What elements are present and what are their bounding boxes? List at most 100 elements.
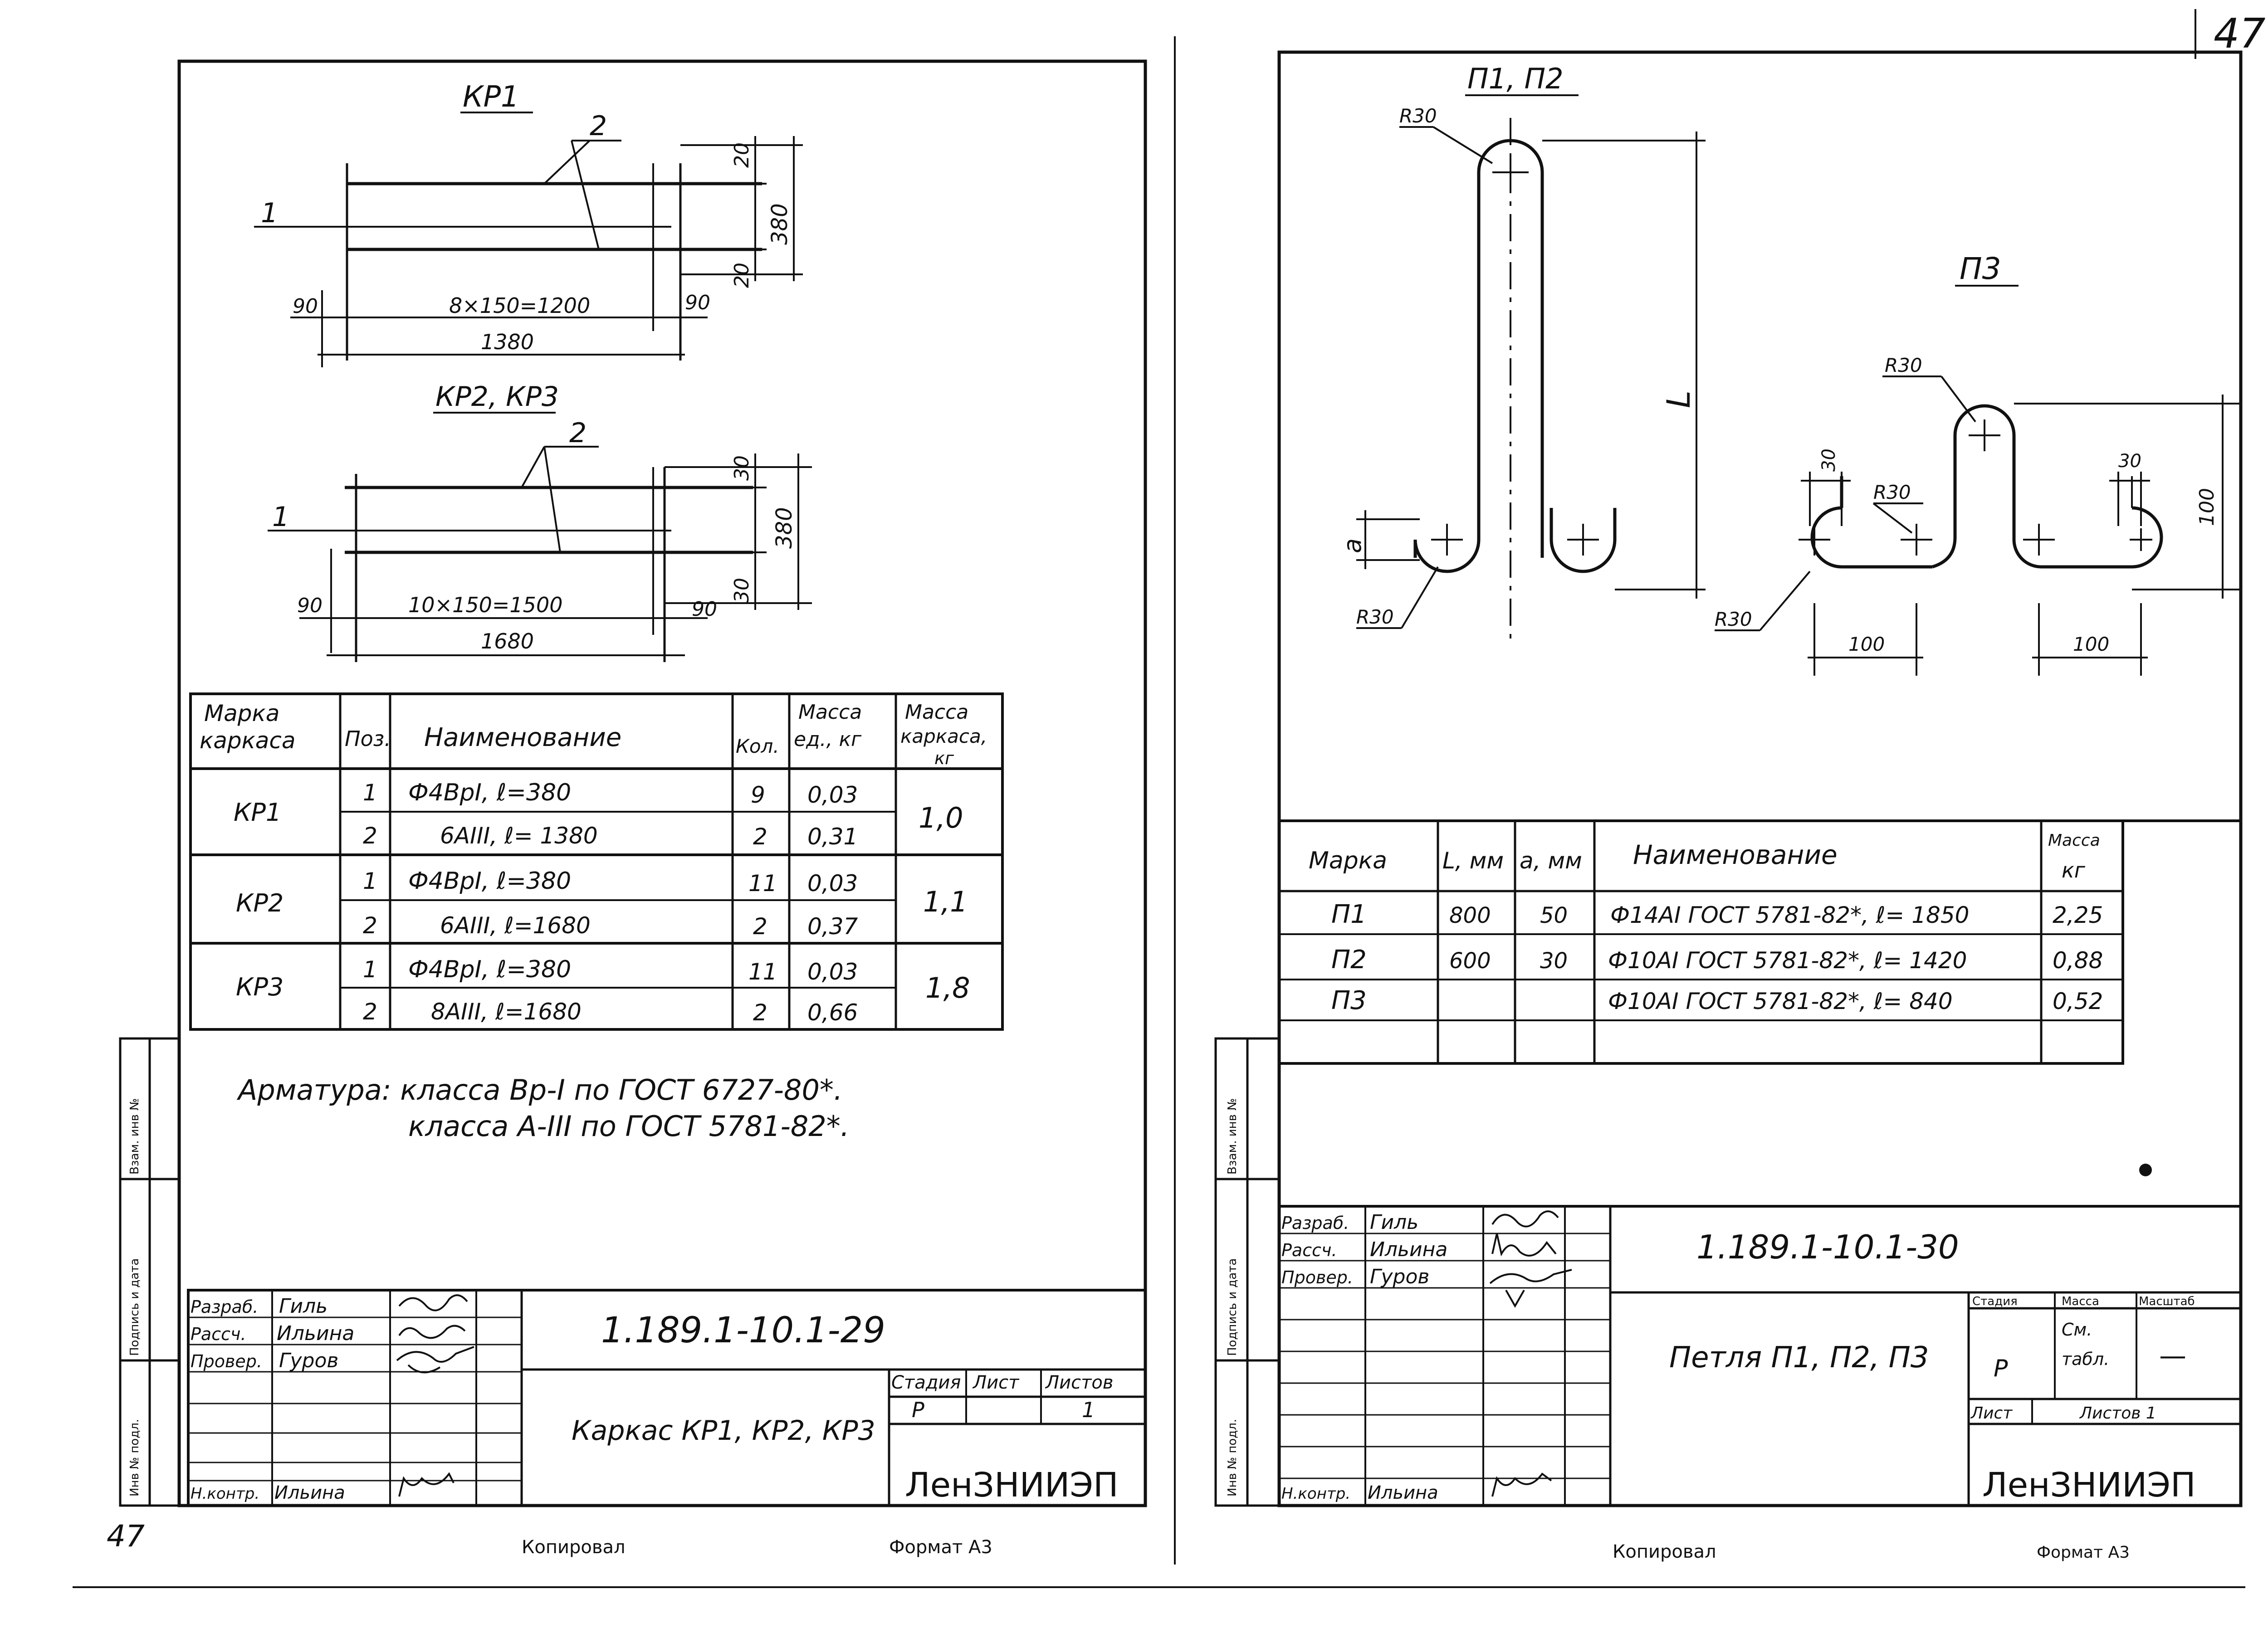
kr1-callout-1: 1 (261, 197, 278, 229)
left-kr2-name-1: Ф4ВрI, ℓ=380 (408, 868, 571, 895)
p3-r-top: R30 (1885, 354, 1922, 376)
kr23-callout-1: 1 (272, 501, 289, 533)
kr23-title: КР2, КР3 (435, 381, 559, 413)
left-th-mark-2: каркаса (200, 727, 296, 754)
right-row2-mark: П2 (1331, 945, 1367, 975)
left-role-rassch: Рассч. (191, 1324, 246, 1344)
kr23-dim-30-top: 30 (730, 455, 753, 481)
left-th-mark-1: Марка (204, 700, 279, 726)
p12-title: П1, П2 (1467, 62, 1564, 95)
right-sheet: 47 Взам. инв № Подпись и дата Инв № подл… (1214, 9, 2266, 1562)
right-role-rassch: Рассч. (1281, 1240, 1337, 1260)
right-mass-value-2: табл. (2062, 1349, 2109, 1369)
left-th-qty: Кол. (736, 735, 779, 757)
left-kr2-unit-2: 0,37 (807, 913, 858, 940)
right-doc-title: Петля П1, П2, П3 (1669, 1341, 1929, 1375)
right-row2-mass: 0,88 (2053, 947, 2103, 974)
left-kr3-name-1: Ф4ВрI, ℓ=380 (408, 956, 571, 983)
left-sheets-value: 1 (1082, 1398, 1095, 1422)
kr1-dim-380: 380 (767, 203, 792, 245)
right-copied: Копировал (1613, 1541, 1716, 1562)
left-mark-kr3: КР3 (236, 973, 284, 1001)
right-sheets-header: Листов 1 (2079, 1404, 2156, 1423)
right-th-L: L, мм (1442, 848, 1504, 874)
left-kr2-pos-1: 1 (363, 868, 377, 894)
left-note-line-2: класса А-III по ГОСТ 5781-82*. (408, 1110, 849, 1143)
left-note-line-1: Арматура: класса Вр-I по ГОСТ 6727-80*. (236, 1073, 843, 1106)
right-row1-a: 50 (1540, 903, 1568, 928)
left-mark-kr1: КР1 (234, 798, 281, 827)
left-name-nkontr: Ильина (274, 1482, 345, 1503)
right-sheet-header: Лист (1970, 1404, 2013, 1423)
kr23-dim-380: 380 (772, 507, 797, 549)
left-format: Формат А3 (889, 1537, 992, 1558)
right-signature-4 (1491, 1472, 1552, 1497)
left-kr1-name-1: Ф4ВрI, ℓ=380 (408, 779, 571, 806)
left-kr1-unit-1: 0,03 (807, 782, 858, 808)
kr23-dim-pitch: 10×150=1500 (408, 593, 563, 617)
left-doc-title: Каркас КР1, КР2, КР3 (572, 1415, 875, 1447)
left-kr1-pos-1: 1 (363, 780, 377, 806)
left-kr2-qty-1: 11 (748, 870, 777, 897)
left-role-razrab: Разраб. (191, 1297, 258, 1317)
left-kr2-unit-1: 0,03 (807, 870, 858, 897)
right-signature-1 (1491, 1210, 1559, 1228)
right-row1-mark: П1 (1331, 900, 1367, 929)
right-name-razrab: Гиль (1370, 1211, 1418, 1234)
right-name-prover: Гуров (1370, 1265, 1429, 1288)
kr1-dim-total: 1380 (481, 330, 534, 354)
kr1-dim-pitch: 8×150=1200 (449, 293, 590, 318)
right-row3-mass: 0,52 (2053, 988, 2103, 1014)
p12-r-bottom: R30 (1356, 606, 1394, 628)
left-kr1-mass: 1,0 (919, 801, 963, 834)
left-spec-table: Марка каркаса Поз. Наименование Кол. Мас… (189, 692, 1004, 1031)
right-side-label-inv: Инв № подл. (1226, 1419, 1239, 1496)
kr1-dim-20-top: 20 (730, 142, 753, 168)
right-spec-table: Марка L, мм a, мм Наименование Масса кг … (1278, 819, 2241, 1065)
p3-dim-30-right: 30 (2118, 451, 2141, 472)
p3-drawing: П3 R30 R30 R30 30 (1715, 251, 2241, 676)
right-doc-code: 1.189.1-10.1-30 (1696, 1228, 1959, 1266)
p3-dim-100-left: 100 (1848, 633, 1885, 655)
p3-dim-100-height: 100 (2195, 488, 2219, 526)
right-row3-mark: П3 (1331, 986, 1367, 1015)
left-name-rassch: Ильина (277, 1322, 354, 1345)
right-scale-header: Масштаб (2139, 1295, 2195, 1308)
kr23-dim-90-right: 90 (692, 598, 717, 621)
left-copied: Копировал (522, 1537, 626, 1558)
right-th-name: Наименование (1633, 839, 1838, 870)
left-th-mass-unit-2: ед., кг (794, 728, 862, 751)
left-kr2-qty-2: 2 (753, 913, 767, 940)
left-th-name: Наименование (424, 723, 621, 752)
kr23-dim-90-left: 90 (297, 594, 323, 617)
left-kr3-pos-2: 2 (363, 999, 377, 1025)
kr1-drawing: КР1 2 1 20 380 2 (254, 80, 803, 367)
left-th-mass-frame-2: каркаса, (900, 725, 987, 747)
right-role-prover: Провер. (1281, 1267, 1353, 1287)
left-name-prover: Гуров (279, 1349, 338, 1372)
kr1-dim-20-bottom: 20 (730, 263, 753, 288)
right-stage-header: Стадия (1972, 1295, 2018, 1308)
left-th-mass-frame-1: Масса (905, 701, 968, 724)
right-mass-value-1: См. (2062, 1320, 2092, 1340)
right-side-strip: Взам. инв № Подпись и дата Инв № подл. (1214, 1037, 1281, 1507)
right-role-razrab: Разраб. (1281, 1213, 1349, 1233)
p3-r-left: R30 (1715, 608, 1752, 630)
p12-dim-L: L (1660, 390, 1697, 408)
right-row2-name: Ф10АI ГОСТ 5781-82*, ℓ= 1420 (1608, 947, 1967, 974)
left-sheets-header: Листов (1045, 1372, 1113, 1393)
right-th-mass-1: Масса (2048, 831, 2100, 850)
p12-drawing: П1, П2 R30 R30 L (1338, 62, 1706, 639)
left-kr3-unit-1: 0,03 (807, 959, 858, 985)
right-scale-value: — (2159, 1340, 2186, 1372)
right-side-label-vzam: Взам. инв № (1226, 1098, 1239, 1175)
left-kr3-unit-2: 0,66 (807, 999, 858, 1026)
p12-r-top: R30 (1399, 105, 1437, 127)
left-kr3-qty-2: 2 (753, 999, 767, 1026)
right-side-label-podpis: Подпись и дата (1226, 1258, 1239, 1356)
p3-dim-30-left: 30 (1818, 448, 1839, 472)
left-sheet: Взам. инв № Подпись и дата Инв № подл. К… (107, 59, 1147, 1558)
p12-dim-a: a (1338, 538, 1367, 553)
right-dot-mark (2139, 1164, 2152, 1176)
